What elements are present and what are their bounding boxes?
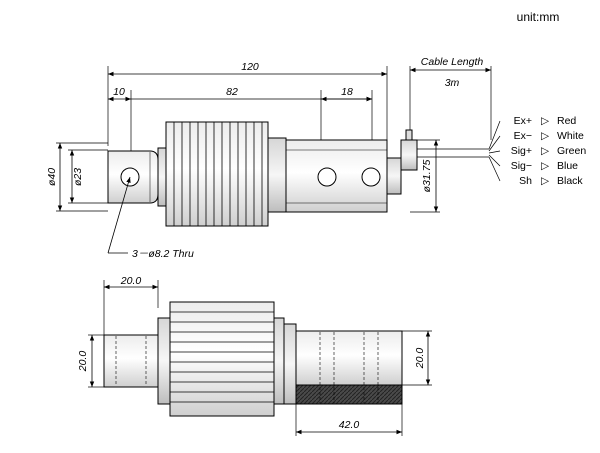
- hatched-base: [295, 384, 403, 405]
- hole-callout-leader: [107, 176, 131, 254]
- side-dimension-lines: [89, 284, 431, 435]
- dim-overall-length: 120: [241, 61, 259, 73]
- wire-color-1: Red: [557, 115, 576, 127]
- cable-length-value: 3m: [445, 77, 460, 89]
- hole-mid: [317, 167, 337, 187]
- wire-color-2: White: [557, 130, 584, 142]
- wire-signal-2: Ex−: [514, 130, 532, 142]
- dim-hole-to-hole: 82: [226, 86, 238, 98]
- load-cell-top-body: [107, 121, 489, 227]
- wiring-legend: Ex+ ▷ Red Ex− ▷ White Sig+ ▷ Green Sig− …: [511, 115, 587, 187]
- wire-color-3: Green: [557, 145, 586, 157]
- load-cell-side-body: [103, 301, 403, 417]
- wire-signal-5: Sh: [519, 175, 532, 187]
- side-view: 20.0 20.0 20.0 42.0: [77, 275, 432, 436]
- hole-callout: 3－ø8.2 Thru: [132, 248, 194, 260]
- wire-arrow-5: ▷: [541, 175, 550, 187]
- dim-end-hole-pitch: 18: [341, 86, 353, 98]
- dim-first-hole-offset: 10: [113, 86, 125, 98]
- wire-arrow-2: ▷: [541, 130, 550, 142]
- wire-fan: [488, 120, 501, 182]
- wire-color-5: Black: [557, 175, 583, 187]
- dim-right-body: ø31.75: [421, 160, 433, 193]
- dim-height: ø40: [46, 168, 58, 186]
- unit-label: unit:mm: [517, 10, 560, 24]
- dim-left-neck: ø23: [72, 168, 84, 186]
- wire-color-4: Blue: [557, 160, 578, 172]
- wire-signal-1: Ex+: [514, 115, 532, 127]
- side-dim-left-height: 20.0: [77, 351, 89, 373]
- side-dim-right-height: 20.0: [414, 348, 426, 370]
- wire-signal-3: Sig+: [511, 145, 532, 157]
- cable-length-label: Cable Length: [421, 56, 484, 68]
- wire-arrow-3: ▷: [541, 145, 550, 157]
- top-view: 120 10 82 18 ø40 ø23 ø31.75 Cable Length…: [46, 56, 586, 260]
- wire-signal-4: Sig−: [511, 160, 532, 172]
- side-dim-bottom-length: 42.0: [339, 419, 360, 431]
- hole-right: [361, 167, 381, 187]
- side-dim-left-width: 20.0: [120, 275, 142, 287]
- bellows: [165, 121, 269, 227]
- wire-arrow-4: ▷: [541, 160, 550, 172]
- dimension-lines: [57, 67, 491, 212]
- wire-arrow-1: ▷: [541, 115, 550, 127]
